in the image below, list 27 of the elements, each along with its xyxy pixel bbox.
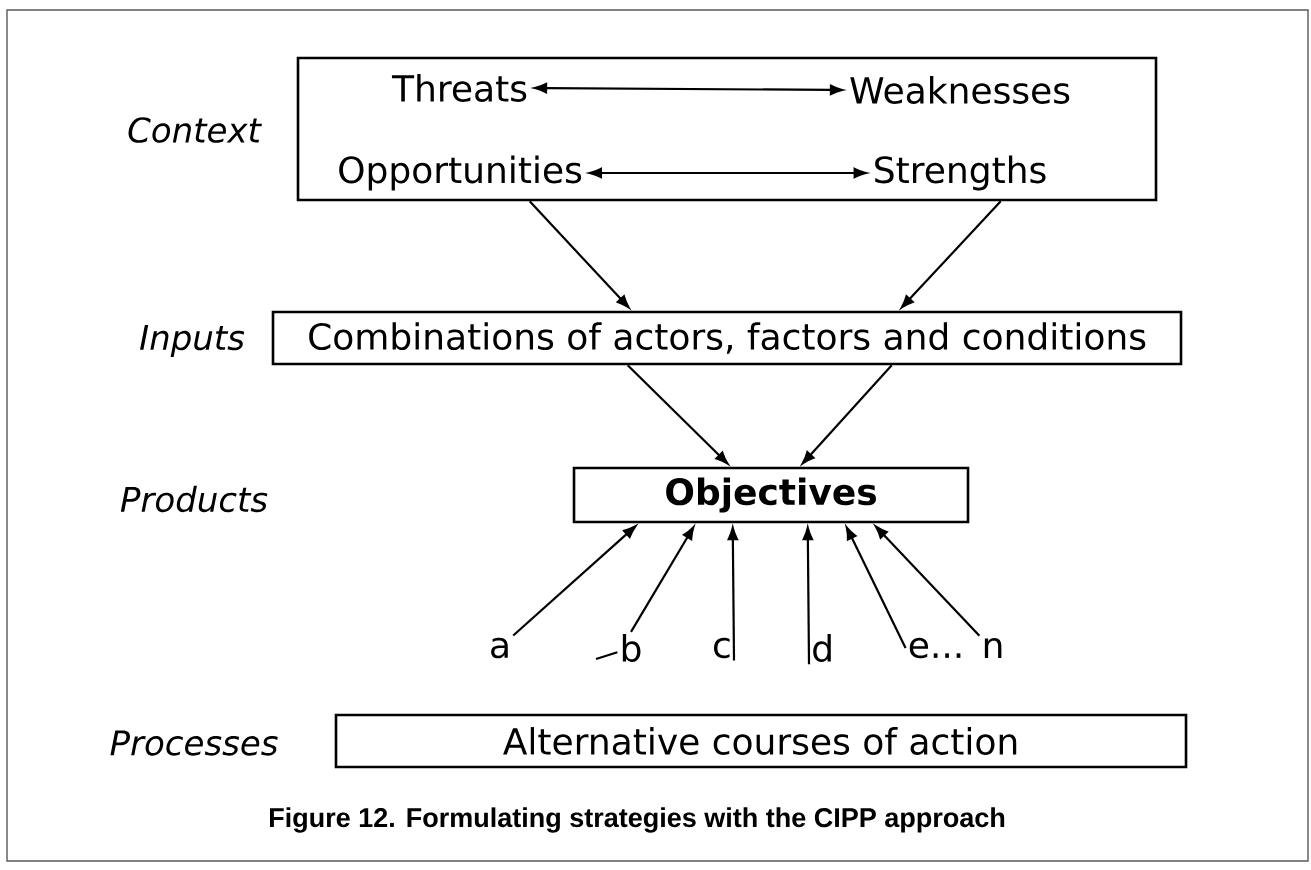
arrow xyxy=(533,82,844,96)
row-label: Processes xyxy=(110,730,278,756)
node-text: Strengths xyxy=(875,155,1046,191)
node-text: n xyxy=(984,637,1002,659)
node-text: e... xyxy=(909,637,961,659)
node-text: c xyxy=(714,637,730,659)
node-text: b xyxy=(622,634,641,662)
node-text: Weaknesses xyxy=(850,76,1070,104)
arrow xyxy=(528,200,630,309)
process-box: Alternative courses of action xyxy=(334,713,1188,769)
arrow xyxy=(900,200,1002,309)
arrow xyxy=(512,525,637,637)
row-label: Products xyxy=(120,485,268,513)
arrow xyxy=(626,364,729,465)
arrow xyxy=(595,526,695,661)
process-box: Combinations of actors, factors and conditions xyxy=(271,310,1183,366)
arrow xyxy=(874,525,981,637)
node-text: Threats xyxy=(391,74,527,102)
arrow xyxy=(801,364,893,465)
node-text: d xyxy=(813,634,831,662)
figure-caption: Figure 12. Formulating strategies with the CIPP approach xyxy=(270,807,1005,833)
node-text: Opportunities xyxy=(339,155,582,191)
context-box xyxy=(296,56,1158,202)
arrow xyxy=(845,526,907,649)
row-label: Context xyxy=(128,117,262,143)
node-text: a xyxy=(491,637,508,659)
process-box: Objectives xyxy=(572,466,970,524)
